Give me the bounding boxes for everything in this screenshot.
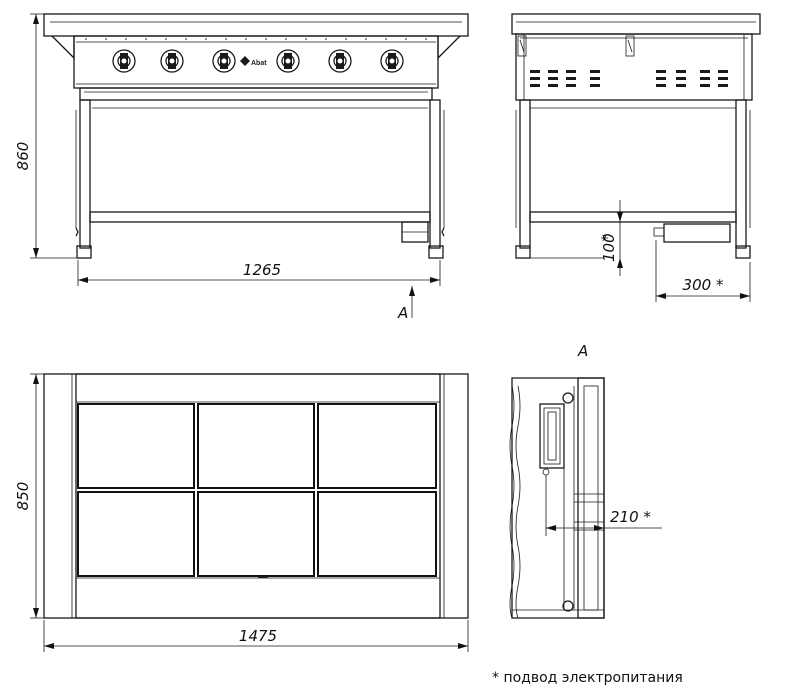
view-arrow-a: A (397, 286, 415, 322)
dim-width-front-label: 1265 (243, 261, 281, 279)
front-view: Abat (43, 13, 469, 259)
dim-depth-top: 850 (14, 373, 44, 619)
dim-width-top-label: 1475 (239, 627, 277, 645)
dim-width-front: 1265 (77, 260, 441, 286)
vent-slots-left (530, 70, 600, 87)
detail-a-label: A (577, 342, 588, 360)
dim-depth-top-label: 850 (14, 482, 32, 511)
dim-width-top: 1475 (43, 620, 469, 652)
hotplate-1 (77, 403, 195, 489)
dim-leg-height-label: 100 (600, 233, 618, 262)
knob-5-icon (328, 49, 352, 73)
knob-3-icon (212, 49, 236, 73)
knob-1-icon (112, 49, 136, 73)
brand-badge-text: Abat (251, 60, 267, 67)
hotplate-6 (317, 491, 437, 577)
dim-cable-offset: 300 * (655, 240, 751, 302)
hotplate-3 (317, 403, 437, 489)
hotplate-4 (77, 491, 195, 577)
dim-cable-offset-label: 300 * (683, 276, 724, 294)
view-arrow-a-label: A (397, 304, 408, 322)
dim-leg-height: 100 * (516, 200, 664, 276)
dim-height-front-label: 860 (14, 142, 32, 171)
dim-height-front: 860 (14, 13, 76, 259)
dim-cable-detail-label: 210 * (610, 508, 651, 526)
detail-a-view: A (509, 342, 605, 619)
knob-4-icon (276, 49, 300, 73)
knob-2-icon (160, 49, 184, 73)
brand-badge: Abat (240, 56, 267, 67)
vent-slots-right (656, 70, 728, 87)
side-view (511, 13, 761, 259)
panel-dots (85, 38, 427, 40)
hotplate-2 (197, 403, 315, 489)
dim-cable-detail: 210 * (545, 486, 662, 536)
knob-6-icon (380, 49, 404, 73)
top-view (43, 373, 469, 619)
dim-leg-height-mark: * (598, 234, 616, 242)
footnote: * подвод электропитания (492, 670, 683, 686)
hotplate-5 (197, 491, 315, 577)
